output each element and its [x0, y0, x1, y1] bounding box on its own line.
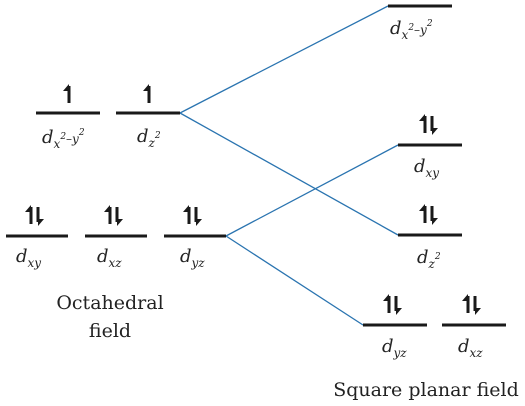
- sp-level-dxy: dxy: [398, 114, 462, 180]
- octa-level-dxy: dxy: [6, 205, 68, 270]
- orbital-label-sp-dxy: dxy: [414, 156, 439, 180]
- sp-level-dx2y2: dx2–y2: [388, 4, 452, 42]
- connector-dyz-to-dxy: [225, 144, 399, 237]
- octa-level-dz2: dz2: [116, 84, 180, 150]
- single-electron-up: [143, 84, 151, 103]
- sp-level-dxz: dxz: [442, 294, 506, 360]
- electron-pair: [462, 294, 481, 315]
- orbital-label-sp-dz2: dz2: [417, 247, 441, 271]
- square-planar-field-label: Square planar field: [333, 379, 519, 401]
- orbital-label-dxy: dxy: [16, 246, 41, 270]
- sp-level-dyz: dyz: [363, 294, 427, 360]
- electron-pair: [25, 205, 44, 226]
- octa-level-dx2y2: dx2–y2: [36, 84, 100, 151]
- octahedral-field-label-line1: Octahedral: [56, 292, 163, 314]
- orbital-label-sp-dxz: dxz: [458, 336, 483, 360]
- orbital-label-dx2y2: dx2–y2: [42, 127, 85, 151]
- connector-dz2-to-dz2: [179, 112, 399, 236]
- octa-level-dyz: dyz: [164, 205, 226, 270]
- connector-dyz-to-dyz: [225, 235, 364, 326]
- orbital-label-dz2: dz2: [137, 126, 161, 150]
- octahedral-field-label-line2: field: [89, 320, 131, 342]
- orbital-label-sp-dyz: dyz: [382, 336, 407, 360]
- orbital-label-dxz: dxz: [97, 246, 122, 270]
- electron-pair: [383, 294, 402, 315]
- orbital-label-dyz: dyz: [180, 246, 205, 270]
- electron-pair: [419, 114, 438, 135]
- electron-pair: [183, 205, 202, 226]
- sp-level-dz2: dz2: [398, 204, 462, 271]
- electron-pair: [419, 204, 438, 225]
- orbital-label-sp-dx2y2: dx2–y2: [390, 18, 433, 42]
- electron-pair: [104, 205, 123, 226]
- single-electron-up: [63, 84, 71, 103]
- connector-dz2-to-dx2y2: [179, 5, 389, 114]
- octa-level-dxz: dxz: [85, 205, 147, 270]
